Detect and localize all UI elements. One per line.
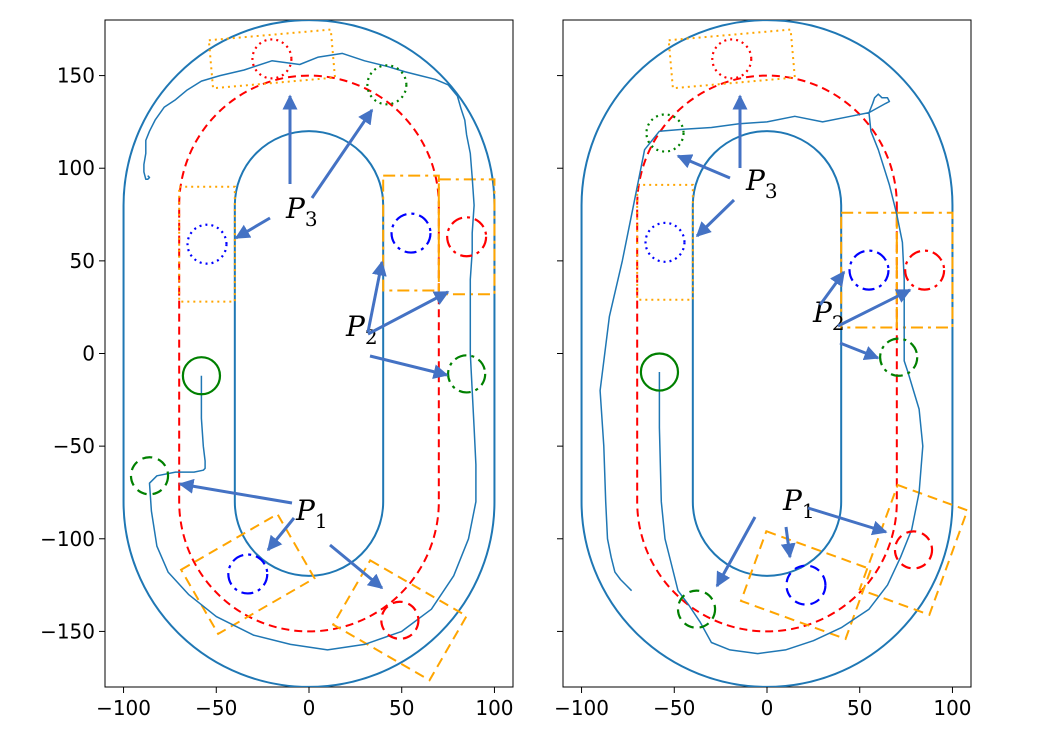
y-tick-label: 0 bbox=[82, 342, 95, 366]
waypoint-circle bbox=[785, 564, 827, 606]
obstacle-box bbox=[179, 512, 316, 636]
waypoint-circle bbox=[129, 456, 170, 496]
inner-track-boundary bbox=[691, 130, 843, 577]
annotation-arrow bbox=[839, 341, 880, 361]
obstacle-box bbox=[840, 211, 898, 329]
annotation-arrow bbox=[369, 354, 449, 380]
annotation-arrow bbox=[329, 543, 384, 590]
waypoint-circle bbox=[639, 352, 680, 392]
x-tick-label: 100 bbox=[933, 696, 971, 720]
waypoint-circle bbox=[848, 249, 890, 291]
annotation-arrow bbox=[234, 216, 271, 240]
waypoint-circle bbox=[186, 223, 228, 265]
x-tick-label: −100 bbox=[554, 696, 609, 720]
annotation-arrow bbox=[178, 478, 293, 505]
x-tick-label: 50 bbox=[389, 696, 414, 720]
y-tick-label: −100 bbox=[40, 527, 95, 551]
annotation-arrows bbox=[178, 94, 912, 590]
waypoint-circle bbox=[676, 589, 717, 629]
vehicle-trajectory bbox=[143, 52, 477, 651]
annotation-arrow bbox=[310, 108, 374, 199]
plot-area bbox=[580, 20, 969, 687]
annotation-label-p3: P3 bbox=[745, 164, 778, 203]
x-tick-label: 50 bbox=[847, 696, 872, 720]
y-tick-label: −150 bbox=[40, 619, 95, 643]
waypoint-circle bbox=[390, 212, 432, 254]
waypoint-circle bbox=[879, 337, 919, 377]
annotation-label-p1: P1 bbox=[295, 494, 328, 533]
annotation-label-p1: P1 bbox=[782, 484, 815, 523]
x-tick-label: 100 bbox=[475, 696, 513, 720]
y-tick-label: −50 bbox=[53, 434, 95, 458]
annotation-arrow bbox=[676, 154, 731, 180]
annotation-arrow bbox=[818, 270, 846, 306]
waypoint-circle bbox=[711, 38, 753, 80]
obstacle-box bbox=[207, 28, 337, 90]
y-tick-label: 50 bbox=[70, 249, 95, 273]
waypoint-circle bbox=[380, 600, 420, 640]
x-tick-label: −50 bbox=[653, 696, 695, 720]
outer-track-boundary bbox=[122, 20, 496, 687]
waypoint-circle bbox=[446, 354, 487, 394]
annotation-arrow bbox=[715, 516, 757, 588]
annotation-arrow bbox=[366, 260, 387, 333]
waypoint-circle bbox=[904, 249, 946, 291]
waypoint-circle bbox=[446, 216, 488, 258]
waypoint-circle bbox=[251, 38, 293, 80]
obstacle-box bbox=[331, 559, 468, 682]
y-tick-label: 100 bbox=[57, 156, 95, 180]
annotation-arrow bbox=[780, 526, 796, 559]
waypoint-circle bbox=[366, 64, 408, 106]
vehicle-trajectory bbox=[599, 93, 924, 655]
waypoint-circle bbox=[227, 553, 269, 595]
obstacle-box bbox=[858, 483, 969, 617]
track-centerline bbox=[178, 74, 440, 633]
waypoint-circle bbox=[645, 113, 685, 153]
annotation-arrow bbox=[367, 290, 450, 336]
x-tick-label: −50 bbox=[195, 696, 237, 720]
annotation-label-p2: P2 bbox=[812, 296, 845, 335]
track-centerline bbox=[636, 74, 898, 633]
axes-frame bbox=[562, 19, 972, 688]
obstacle-box bbox=[382, 174, 440, 292]
waypoint-circle bbox=[644, 221, 686, 263]
obstacle-box bbox=[667, 28, 796, 90]
annotation-arrow bbox=[695, 198, 736, 238]
plot-area bbox=[122, 20, 496, 687]
right-panel: −100 −50 0 50 100 P1 P2 P3 bbox=[554, 19, 972, 720]
outer-track-boundary bbox=[580, 20, 954, 687]
x-tick-label: 0 bbox=[761, 696, 774, 720]
y-tick-label: 150 bbox=[57, 64, 95, 88]
x-tick-label: −100 bbox=[96, 696, 151, 720]
obstacle-box bbox=[636, 183, 694, 301]
axes-frame bbox=[104, 19, 514, 688]
annotation-arrow bbox=[266, 517, 296, 552]
obstacle-box bbox=[739, 529, 873, 641]
obstacle-box bbox=[895, 211, 954, 329]
annotation-arrow bbox=[837, 288, 912, 328]
waypoint-circle bbox=[181, 356, 222, 396]
waypoint-circle bbox=[893, 530, 934, 570]
obstacle-box bbox=[178, 185, 236, 303]
annotation-arrow bbox=[807, 506, 888, 536]
obstacle-box bbox=[437, 178, 496, 296]
x-tick-label: 0 bbox=[303, 696, 316, 720]
